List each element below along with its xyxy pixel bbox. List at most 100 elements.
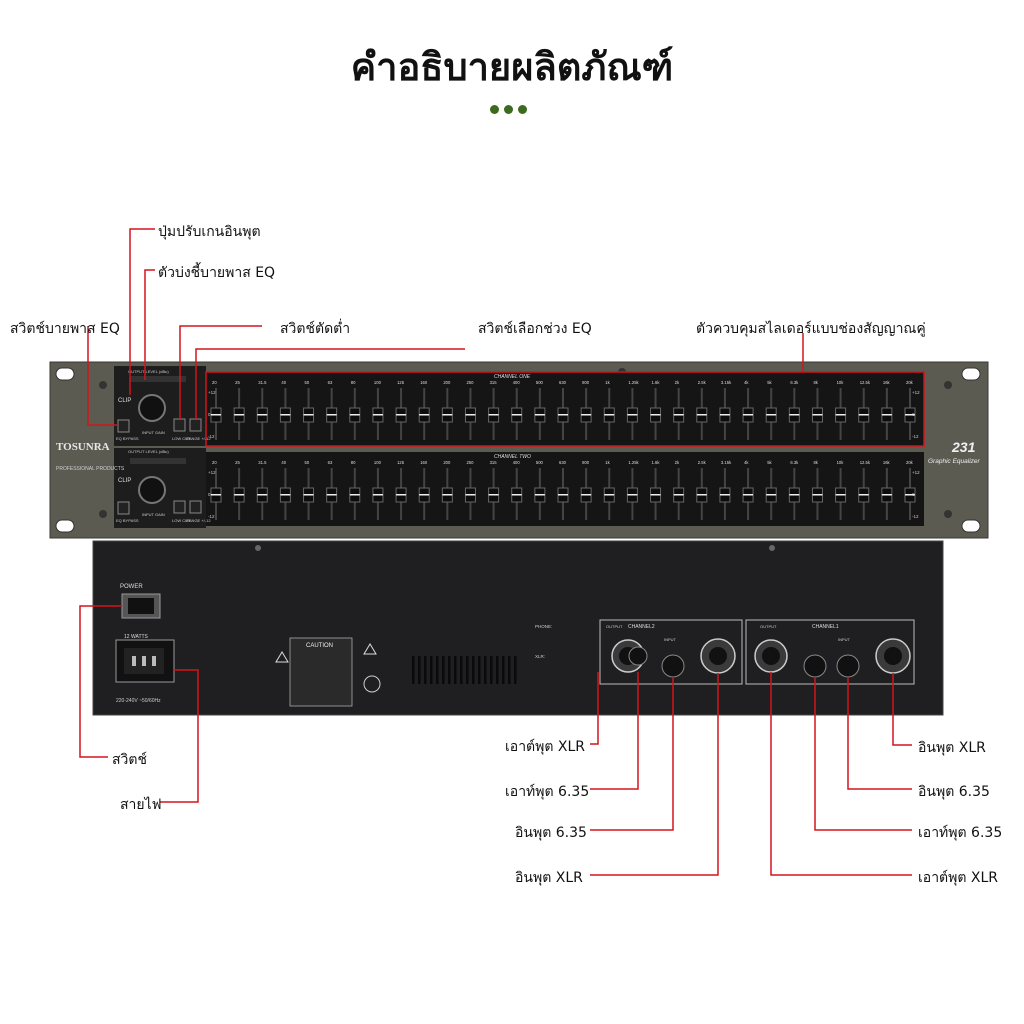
vent-slot xyxy=(448,656,451,684)
freq-label: 12.5k xyxy=(860,380,871,385)
freq-label: 1.25k xyxy=(628,460,639,465)
vent-slot xyxy=(484,656,487,684)
callout-dual-slider: ตัวควบคุมสไลเดอร์แบบช่องสัญญาณคู่ xyxy=(696,321,926,337)
slider-cap-line xyxy=(766,494,777,496)
slider-cap-line xyxy=(835,494,846,496)
ch2-635-input xyxy=(661,654,685,678)
callout-xlr-input-left: อินพุต XLR xyxy=(515,870,583,886)
ch1-output-text: OUTPUT xyxy=(760,624,777,629)
freq-label: 16k xyxy=(883,460,891,465)
watts-text: 12 WATTS xyxy=(124,634,149,640)
slider-cap-line xyxy=(234,494,245,496)
callout-635-output-right: เอาท์พุต 6.35 xyxy=(918,825,1003,841)
freq-label: 5k xyxy=(767,460,772,465)
eq-bypass-text-2: EQ BYPASS xyxy=(116,518,139,523)
freq-label: 4k xyxy=(744,380,749,385)
slider-cap-line xyxy=(604,494,615,496)
freq-label: 1.25k xyxy=(628,380,639,385)
low-cut-button xyxy=(173,418,186,432)
freq-label: 500 xyxy=(536,460,544,465)
slider-cap-line xyxy=(650,494,661,496)
clip-text-2: CLIP xyxy=(118,478,131,484)
freq-label: 2k xyxy=(675,380,680,385)
eq-bypass-text: EQ BYPASS xyxy=(116,436,139,441)
vent-slot xyxy=(412,656,415,684)
freq-label: 315 xyxy=(490,460,498,465)
freq-label: 63 xyxy=(328,460,333,465)
scale-label: 0 xyxy=(208,492,211,497)
freq-label: 1k xyxy=(605,380,610,385)
low-cut-text: LOW CUT xyxy=(172,436,191,441)
freq-label: 25 xyxy=(235,460,240,465)
freq-label: 8k xyxy=(813,460,818,465)
slider-cap-line xyxy=(812,414,823,416)
slider-cap-line xyxy=(743,494,754,496)
freq-label: 80 xyxy=(351,460,356,465)
freq-label: 25 xyxy=(235,380,240,385)
freq-label: 400 xyxy=(513,460,521,465)
freq-label: 315 xyxy=(490,380,498,385)
slider-cap-line xyxy=(673,414,684,416)
freq-label: 3.15k xyxy=(721,460,732,465)
phone-text: PHONE: xyxy=(535,624,552,629)
vent-slot xyxy=(490,656,493,684)
freq-label: 12.5k xyxy=(860,460,871,465)
freq-label: 20k xyxy=(906,460,914,465)
page-title: คำอธิบายผลิตภัณฑ์ xyxy=(350,45,674,89)
slider-cap-line xyxy=(396,414,407,416)
freq-label: 40 xyxy=(281,380,286,385)
slider-cap-line xyxy=(349,494,360,496)
eq-bypass-button xyxy=(117,419,130,433)
callout-635-output-left: เอาท์พุต 6.35 xyxy=(505,784,590,800)
scale-label: +12 xyxy=(208,470,216,475)
callout-power-cord: สายไฟ xyxy=(120,797,162,813)
slider-cap-line xyxy=(211,414,221,416)
vent-slot xyxy=(508,656,511,684)
freq-label: 20 xyxy=(212,380,217,385)
slider-cap-line xyxy=(905,414,915,416)
slider-cap-line xyxy=(488,414,499,416)
scale-label: 0 xyxy=(912,412,915,417)
sub-brand-text: PROFESSIONAL PRODUCTS xyxy=(56,466,125,472)
channel-two-text: CHANNEL TWO xyxy=(494,454,531,460)
freq-label: 500 xyxy=(536,380,544,385)
callout-xlr-output-left: เอาต์พุต XLR xyxy=(505,739,586,755)
vent-slot xyxy=(460,656,463,684)
freq-label: 31.5 xyxy=(258,460,267,465)
scale-label: +12 xyxy=(208,390,216,395)
slider-cap-line xyxy=(650,414,661,416)
voltage-text: 220-240V ~50/60Hz xyxy=(116,698,161,704)
range-text: RANGE +/-12 xyxy=(186,436,211,441)
slider-cap-line xyxy=(627,414,638,416)
freq-label: 4k xyxy=(744,460,749,465)
freq-label: 6.3k xyxy=(790,380,799,385)
slider-cap-line xyxy=(743,414,754,416)
slider-cap-line xyxy=(280,494,291,496)
slider-cap-line xyxy=(211,494,221,496)
slider-cap-line xyxy=(419,414,430,416)
vent-slot xyxy=(472,656,475,684)
freq-label: 800 xyxy=(582,380,590,385)
slider-cap-line xyxy=(257,414,268,416)
freq-label: 2.5k xyxy=(698,380,707,385)
brand-text: TOSUNRA xyxy=(56,441,110,453)
slider-cap-line xyxy=(604,414,615,416)
freq-label: 16k xyxy=(883,380,891,385)
freq-label: 5k xyxy=(767,380,772,385)
low-cut-text-2: LOW CUT xyxy=(172,518,191,523)
channel1-text: CHANNEL1 xyxy=(812,624,839,630)
slider-cap-line xyxy=(465,414,476,416)
slider-cap-line xyxy=(881,414,892,416)
slider-cap-line xyxy=(835,414,846,416)
callout-635-input-right: อินพุต 6.35 xyxy=(918,784,990,800)
freq-label: 50 xyxy=(305,380,310,385)
freq-label: 200 xyxy=(443,380,451,385)
output-level-text-2: OUTPUT LEVEL (dBu) xyxy=(128,449,169,454)
output-level-text: OUTPUT LEVEL (dBu) xyxy=(128,369,169,374)
output-level-meter xyxy=(130,376,186,382)
ch2-output-text: OUTPUT xyxy=(606,624,623,629)
slider-cap-line xyxy=(372,414,383,416)
freq-label: 10k xyxy=(837,380,845,385)
callout-low-cut-switch: สวิตช์ตัดต่ำ xyxy=(280,321,351,337)
slider-cap-line xyxy=(789,494,800,496)
